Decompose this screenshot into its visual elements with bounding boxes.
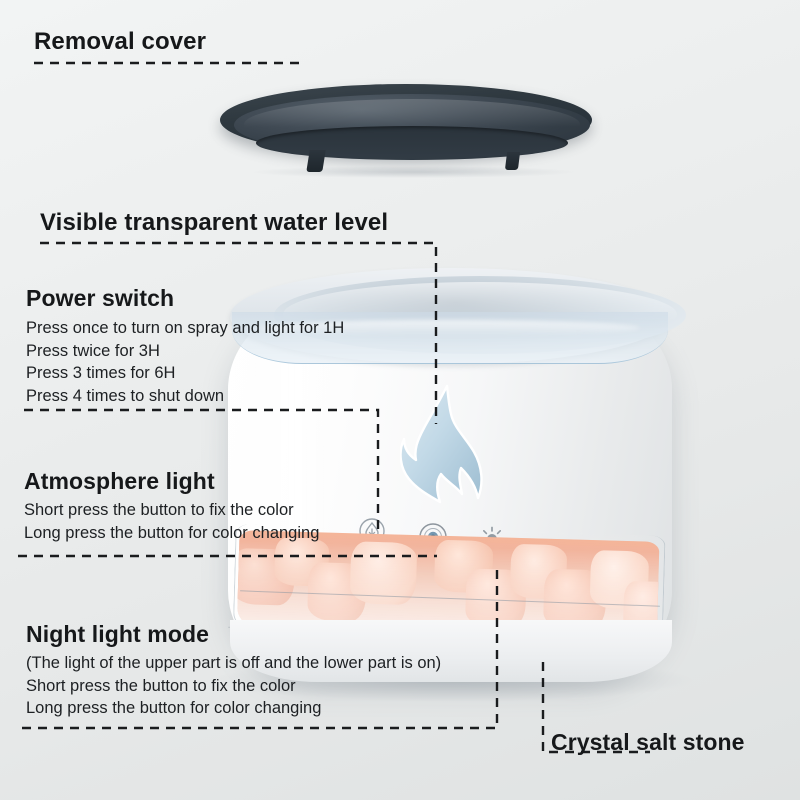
callout-line: (The light of the upper part is off and … xyxy=(26,654,442,672)
lid-body xyxy=(220,84,592,160)
callout-night-light-mode: Night light mode (The light of the upper… xyxy=(26,621,441,720)
callout-line: Long press the button for color changing xyxy=(26,699,322,717)
callout-title: Night light mode xyxy=(26,621,210,647)
removal-cover-part xyxy=(214,62,598,178)
callout-title: Visible transparent water level xyxy=(40,209,389,236)
callout-line: Press twice for 3H xyxy=(26,341,160,360)
callout-line: Press 3 times for 6H xyxy=(26,364,176,382)
lid-drop-shadow xyxy=(254,166,574,178)
callout-title: Crystal salt stone xyxy=(551,729,745,755)
callout-atmosphere-light: Atmosphere light Short press the button … xyxy=(24,468,319,544)
callout-crystal-salt-stone: Crystal salt stone xyxy=(551,729,745,756)
callout-title: Atmosphere light xyxy=(24,468,215,494)
callout-title: Removal cover xyxy=(34,28,207,55)
callout-title: Power switch xyxy=(26,285,175,311)
flame-window xyxy=(399,384,486,510)
callout-line: Long press the button for color changing xyxy=(24,523,320,542)
callout-line: Press 4 times to shut down xyxy=(26,386,225,405)
callout-line: Short press the button to fix the color xyxy=(26,676,296,695)
callout-line: Press once to turn on spray and light fo… xyxy=(26,319,345,337)
callout-removal-cover: Removal cover xyxy=(34,28,206,56)
lid-inner-ring xyxy=(256,126,568,160)
callout-line: Short press the button to fix the color xyxy=(24,501,294,519)
callout-visible-transparent-water-level: Visible transparent water level xyxy=(40,209,388,237)
lid-tab-right xyxy=(504,152,521,170)
callout-power-switch: Power switch Press once to turn on spray… xyxy=(26,285,344,407)
